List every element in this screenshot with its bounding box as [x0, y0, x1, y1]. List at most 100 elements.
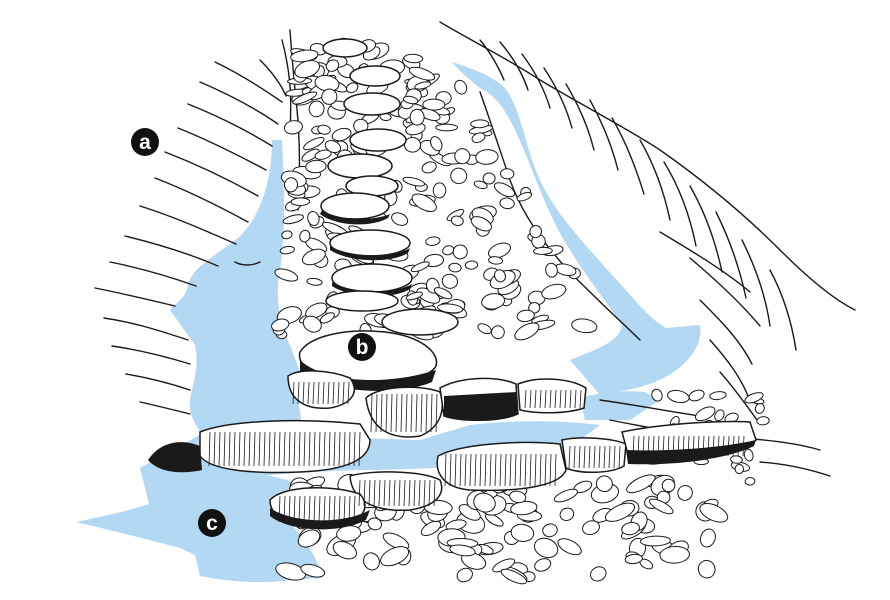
cobble — [471, 132, 486, 143]
hatch-line — [514, 453, 517, 487]
cobble — [391, 212, 409, 226]
hatch-line — [302, 381, 305, 405]
hatch-line — [425, 393, 428, 433]
stepping-stone — [325, 290, 399, 312]
stepping-stone — [349, 65, 401, 87]
cobble — [411, 193, 437, 212]
hatch-line — [375, 393, 378, 433]
water-left-channel — [170, 140, 302, 440]
cobble — [450, 167, 468, 185]
hatch-line — [333, 495, 336, 523]
cobble — [442, 245, 455, 256]
cobble — [331, 127, 352, 142]
cobble — [510, 523, 535, 542]
hatch-line — [598, 445, 601, 469]
hatch-line — [303, 495, 306, 523]
hatch-line — [258, 431, 261, 467]
cobble — [595, 475, 613, 493]
stepping-stone — [349, 128, 407, 152]
hatch-line — [410, 393, 413, 433]
cobble — [694, 406, 716, 422]
cobble — [482, 172, 496, 185]
hatch-line — [307, 381, 310, 405]
hatch-line — [390, 393, 393, 433]
water-right-lower-pool — [580, 391, 660, 420]
hatch-line — [228, 431, 231, 467]
hatch-line — [298, 431, 301, 467]
hatch-line — [618, 445, 621, 469]
hatch-line — [435, 393, 438, 433]
cobble — [448, 262, 462, 273]
cobble — [624, 553, 643, 565]
cobble — [307, 210, 320, 227]
cobble — [380, 546, 410, 567]
cobble — [559, 507, 575, 522]
cobble — [743, 448, 754, 462]
cobble — [542, 523, 558, 538]
hatch-line — [313, 431, 316, 467]
hatch-line — [332, 381, 335, 405]
hatch-line — [573, 445, 576, 469]
hatch-line — [707, 435, 710, 457]
hatch-line — [687, 435, 690, 457]
hatch-line — [569, 389, 572, 409]
hatch-line — [223, 431, 226, 467]
hatch-line — [702, 435, 705, 457]
cobble — [509, 490, 527, 504]
cobble — [305, 302, 328, 319]
cobble — [484, 513, 504, 527]
hatch-line — [564, 389, 567, 409]
cobble — [709, 391, 727, 401]
hatch-line — [697, 435, 700, 457]
hatch-line — [347, 381, 350, 405]
cobble — [473, 180, 488, 190]
cobble — [292, 91, 318, 105]
cobble — [403, 95, 419, 105]
cobble — [437, 303, 464, 314]
hatch-line — [238, 431, 241, 467]
hatch-line — [692, 435, 695, 457]
hatch-line — [433, 479, 436, 507]
cobble — [454, 148, 471, 165]
cobble — [454, 79, 468, 95]
hatch-line — [539, 453, 542, 487]
hatch-line — [353, 495, 356, 523]
hatch-line — [632, 435, 635, 457]
large-stone — [287, 370, 355, 409]
hatch-line — [712, 435, 715, 457]
cobble — [582, 520, 600, 536]
hatch-line — [554, 453, 557, 487]
cobble — [432, 182, 447, 199]
cobble — [659, 545, 690, 564]
hatch-line — [403, 479, 406, 507]
cobble — [300, 563, 326, 578]
cobble — [314, 149, 332, 160]
cobble — [545, 262, 558, 278]
cobble — [435, 123, 459, 132]
cobble — [274, 268, 299, 282]
hatch-line — [278, 495, 281, 523]
hatch-line — [328, 431, 331, 467]
cobble — [481, 293, 506, 310]
cobble — [533, 246, 553, 255]
hatch-line — [637, 435, 640, 457]
hatch-line — [343, 495, 346, 523]
hatch-line — [459, 453, 462, 487]
hatch-line — [322, 381, 325, 405]
hatch-line — [312, 381, 315, 405]
cobble — [493, 182, 516, 198]
cobble — [697, 559, 716, 579]
cobble — [414, 81, 432, 90]
cobble — [688, 389, 705, 402]
large-stone — [349, 471, 443, 512]
hatch-line — [662, 435, 665, 457]
hatch-line — [430, 393, 433, 433]
hatch-line — [464, 453, 467, 487]
hatch-line — [534, 389, 537, 409]
water-right-channel — [452, 62, 701, 395]
hatch-line — [273, 431, 276, 467]
cobble — [271, 318, 290, 332]
hatch-line — [469, 453, 472, 487]
cobble — [516, 309, 535, 323]
